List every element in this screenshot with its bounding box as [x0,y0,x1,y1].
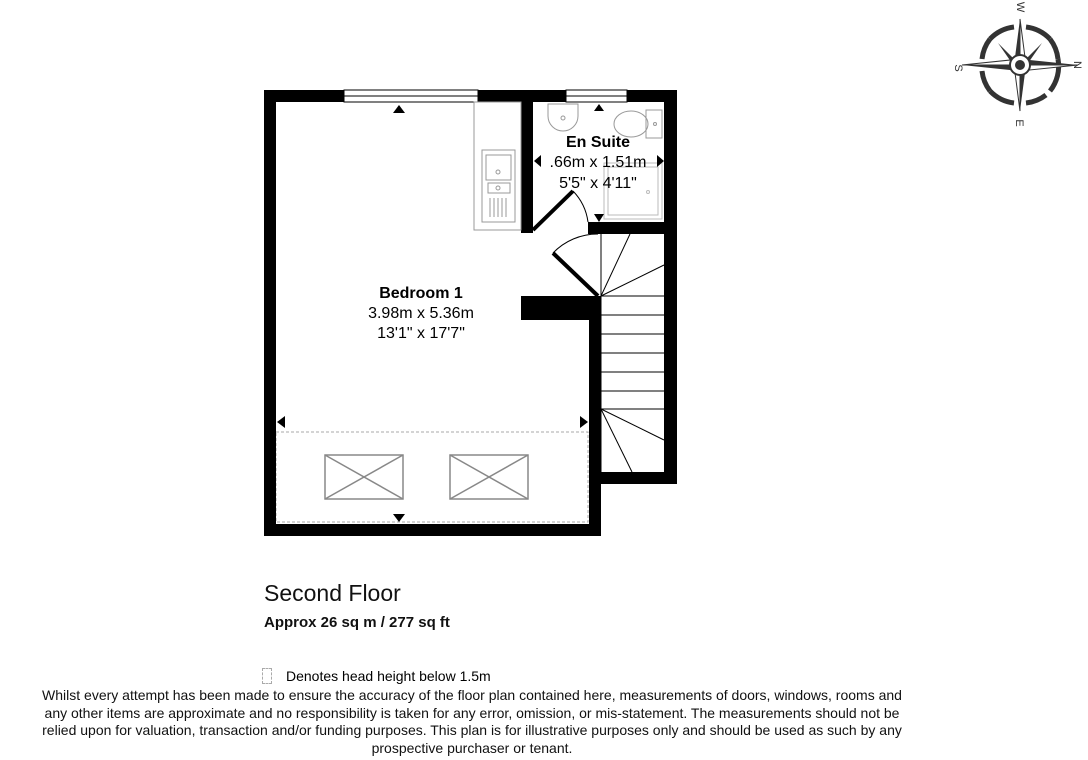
arrow-down-icon [594,214,604,222]
toilet-icon [613,109,663,139]
arrow-right-icon [580,416,588,428]
disclaimer-line: prospective purchaser or tenant. [371,739,573,756]
compass-rose-icon: W E S N [952,2,1083,127]
arrow-down-icon [393,514,405,522]
compass-east-label: E [1013,119,1025,126]
compass-west-label: W [1014,2,1026,13]
room-metric: 3.98m x 5.36m [368,305,474,322]
window-ensuite [565,89,628,103]
disclaimer-line: relied upon for valuation, transaction a… [42,722,902,738]
sink-unit-icon [473,101,522,231]
floor-title: Second Floor [264,580,401,606]
disclaimer-line: Whilst every attempt has been made to en… [42,687,902,703]
low-ceiling-area [275,431,589,523]
floor-area: Approx 26 sq m / 277 sq ft [264,614,450,631]
room-imperial: 13'1" x 17'7" [377,325,465,342]
shower-tray-icon [603,162,663,220]
arrow-right-icon [657,155,664,167]
room-imperial: 5'5" x 4'11" [559,175,637,192]
arrow-left-icon [534,155,541,167]
stair-door [551,233,600,298]
room-label-ensuite: En Suite .66m x 1.51m 5'5" x 4'11" [550,134,647,192]
disclaimer-line: any other items are approximate and no r… [44,704,900,721]
window-bedroom [343,89,479,103]
room-name: En Suite [566,134,630,151]
compass-south-label: S [952,64,964,71]
arrow-up-icon [594,104,604,111]
room-name: Bedroom 1 [379,285,463,302]
basin-icon [547,103,579,132]
skylight-2-icon [449,454,529,500]
room-label-bedroom: Bedroom 1 3.98m x 5.36m 13'1" x 17'7" [368,285,474,342]
ensuite-door [531,189,589,232]
skylight-1-icon [324,454,404,500]
low-ceiling-swatch-icon [262,668,272,684]
arrow-left-icon [277,416,285,428]
compass-north-label: N [1071,61,1083,69]
staircase [600,233,665,473]
arrow-up-icon [393,105,405,113]
dimension-arrows [277,104,664,522]
legend-text: Denotes head height below 1.5m [286,668,491,684]
walls [264,90,677,536]
room-metric: .66m x 1.51m [550,154,647,171]
legend: Denotes head height below 1.5m [262,668,491,684]
disclaimer: Whilst every attempt has been made to en… [0,687,944,757]
